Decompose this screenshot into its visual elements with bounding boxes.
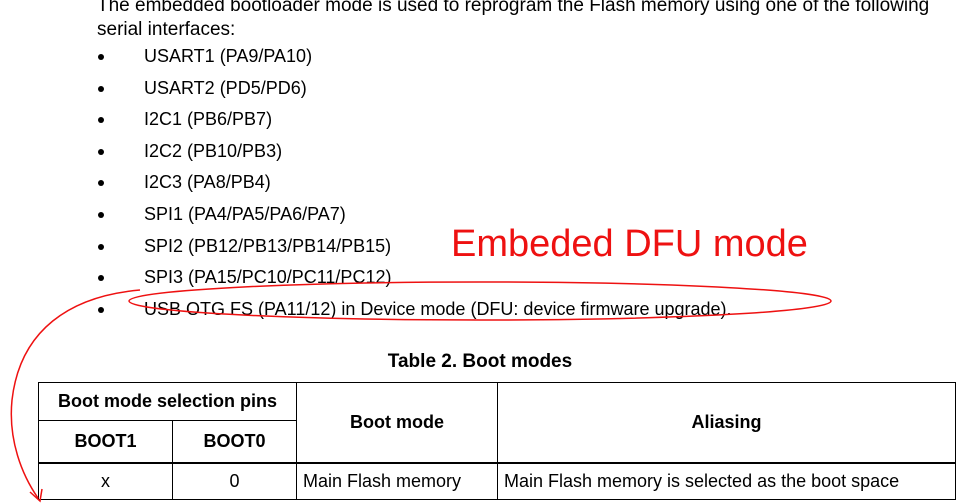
bullet-icon (98, 54, 104, 60)
interface-label: USB OTG FS (PA11/12) in Device mode (DFU… (144, 298, 732, 319)
table-row: x 0 Main Flash memory Main Flash memory … (38, 463, 956, 500)
boot-mode-header: Boot mode (296, 382, 498, 463)
interface-list: USART1 (PA9/PA10) USART2 (PD5/PD6) I2C1 … (97, 46, 732, 330)
interface-label: I2C2 (PB10/PB3) (144, 140, 283, 161)
bullet-icon (98, 243, 104, 250)
bullet-icon (98, 85, 104, 92)
list-item: USART2 (PD5/PD6) (97, 78, 732, 110)
list-item: I2C3 (PA8/PB4) (97, 172, 732, 204)
dfu-annotation-label: Embeded DFU mode (451, 223, 808, 265)
list-item: SPI1 (PA4/PA5/PA6/PA7) (97, 204, 732, 236)
list-item: USART1 (PA9/PA10) (97, 46, 732, 78)
bullet-icon (98, 117, 104, 124)
list-item: SPI3 (PA15/PC10/PC11/PC12) (97, 267, 732, 299)
boot-pins-group-header: Boot mode selection pins (38, 382, 297, 421)
list-item: I2C2 (PB10/PB3) (97, 141, 732, 173)
interface-label: I2C1 (PB6/PB7) (144, 109, 273, 130)
list-item: USB OTG FS (PA11/12) in Device mode (DFU… (97, 299, 732, 331)
intro-paragraph: The embedded bootloader mode is used to … (97, 0, 930, 40)
bullet-icon (98, 180, 104, 187)
boot1-cell: x (38, 463, 173, 500)
aliasing-cell: Main Flash memory is selected as the boo… (497, 463, 956, 500)
boot-modes-table: Boot mode selection pins Boot mode Alias… (38, 382, 956, 500)
aliasing-header: Aliasing (497, 382, 956, 463)
boot0-header: BOOT0 (172, 420, 297, 463)
boot-mode-cell: Main Flash memory (296, 463, 498, 500)
table-title: Table 2. Boot modes (387, 351, 573, 372)
bullet-icon (98, 306, 104, 313)
bullet-icon (98, 275, 104, 282)
interface-label: USART2 (PD5/PD6) (144, 77, 307, 98)
interface-label: SPI3 (PA15/PC10/PC11/PC12) (144, 267, 392, 288)
boot1-header: BOOT1 (38, 420, 173, 463)
boot0-cell: 0 (172, 463, 297, 500)
interface-label: USART1 (PA9/PA10) (144, 46, 313, 66)
list-item: I2C1 (PB6/PB7) (97, 109, 732, 141)
interface-label: I2C3 (PA8/PB4) (144, 172, 271, 193)
bullet-icon (98, 148, 104, 155)
interface-label: SPI2 (PB12/PB13/PB14/PB15) (144, 235, 392, 256)
interface-label: SPI1 (PA4/PA5/PA6/PA7) (144, 203, 346, 224)
list-item: SPI2 (PB12/PB13/PB14/PB15) (97, 236, 732, 268)
bullet-icon (98, 211, 104, 218)
